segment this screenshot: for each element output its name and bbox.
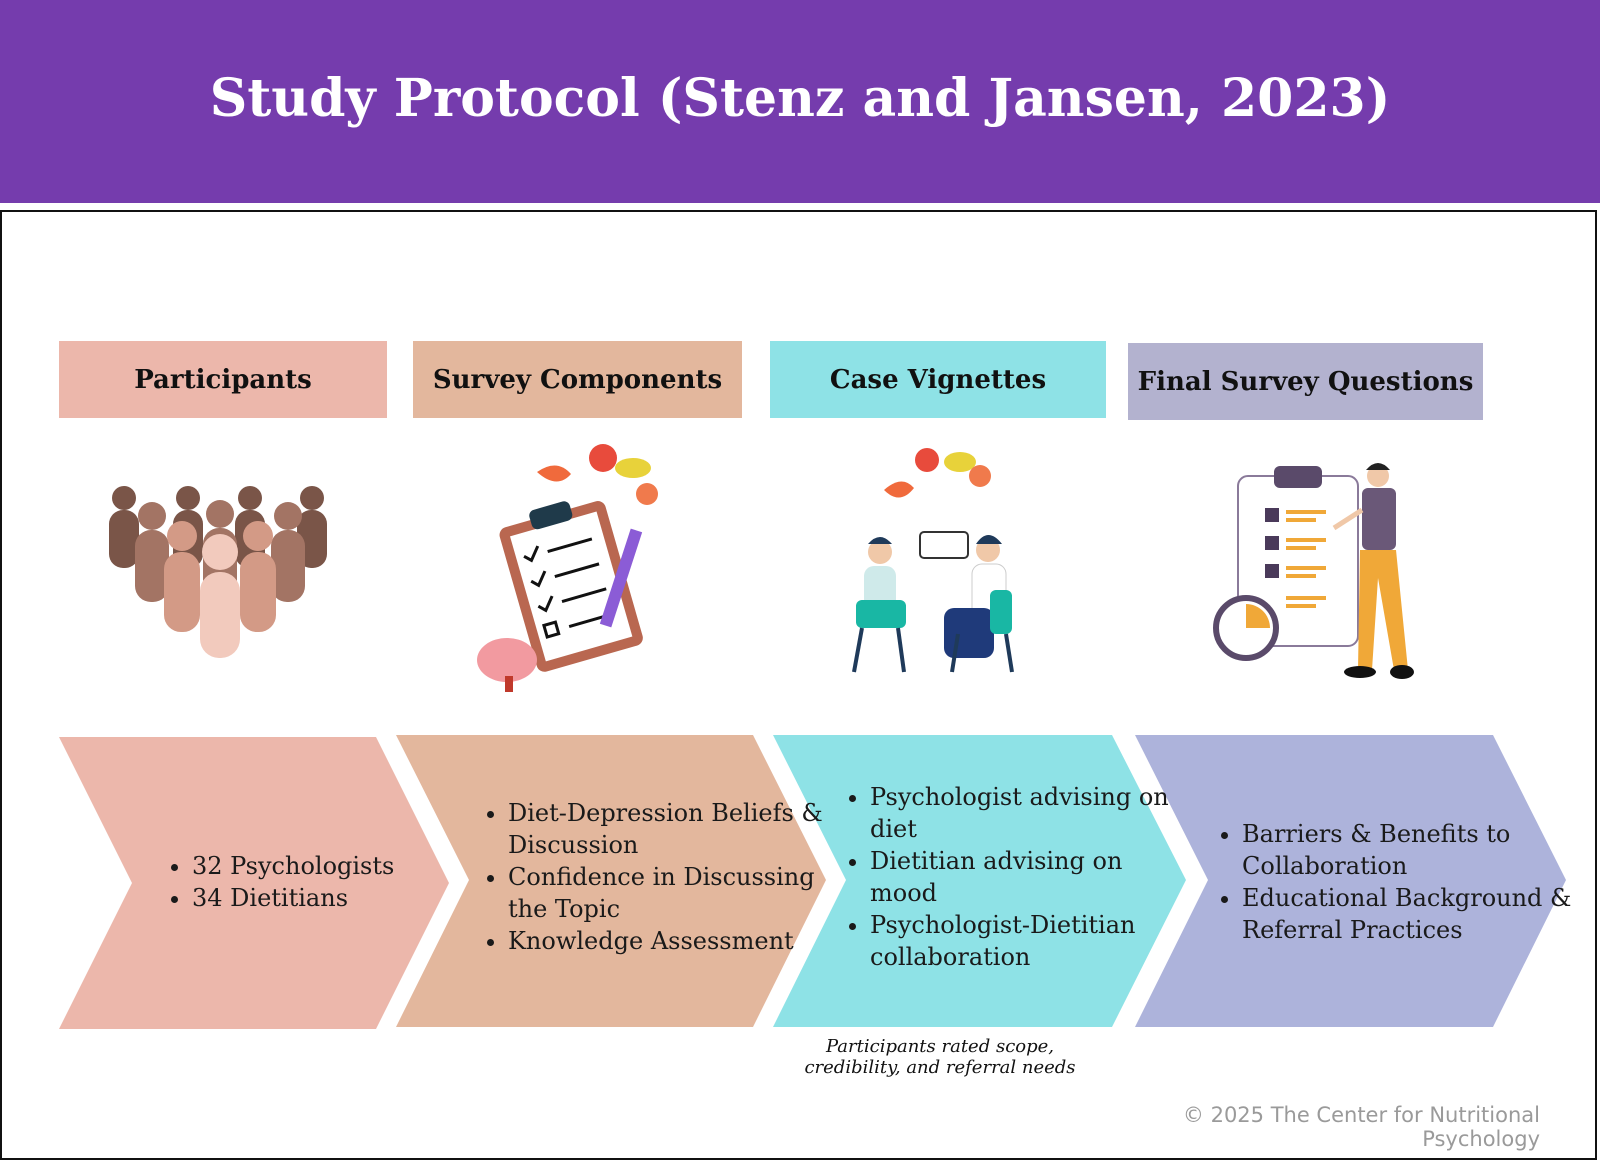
page-title: Study Protocol (Stenz and Jansen, 2023): [209, 68, 1391, 129]
list-item: Psychologist advising on diet: [870, 781, 1180, 845]
list-item: Psychologist-Dietitian collaboration: [870, 909, 1180, 973]
stage-label-final-survey-questions: Final Survey Questions: [1128, 343, 1483, 420]
list-item: Knowledge Assessment: [508, 925, 838, 957]
chevron-survey-components: [396, 735, 826, 1027]
people-group-icon: [109, 486, 327, 658]
list-item: Confidence in Discussing the Topic: [508, 861, 838, 925]
list-item: Dietitian advising on mood: [870, 845, 1180, 909]
participants-bullets: 32 Psychologists 34 Dietitians: [164, 850, 452, 914]
list-item: 34 Dietitians: [192, 882, 452, 914]
consultation-icon: [852, 448, 1014, 673]
stage-label-participants: Participants: [59, 341, 387, 418]
chevron-final-survey-questions: [1135, 735, 1566, 1027]
copyright-text: © 2025 The Center for Nutritional Psycho…: [1182, 1103, 1540, 1151]
header-banner: Study Protocol (Stenz and Jansen, 2023): [0, 0, 1600, 203]
chevron-case-vignettes: [773, 735, 1186, 1027]
note-line-1: Participants rated scope,: [825, 1036, 1055, 1057]
stage-label-case-vignettes: Case Vignettes: [770, 341, 1106, 418]
list-item: 32 Psychologists: [192, 850, 452, 882]
content-frame: [0, 210, 1597, 1160]
survey-components-bullets: Diet-Depression Beliefs & Discussion Con…: [480, 797, 838, 957]
list-item: Educational Background & Referral Practi…: [1242, 882, 1572, 946]
list-item: Barriers & Benefits to Collaboration: [1242, 818, 1572, 882]
final-survey-questions-bullets: Barriers & Benefits to Collaboration Edu…: [1214, 818, 1572, 946]
case-vignettes-bullets: Psychologist advising on diet Dietitian …: [842, 781, 1180, 973]
case-vignettes-note: Participants rated scope, credibility, a…: [800, 1036, 1080, 1078]
survey-person-icon: [1213, 463, 1414, 679]
note-line-2: credibility, and referral needs: [804, 1057, 1076, 1078]
chevron-participants: [59, 737, 449, 1029]
stage-label-survey-components: Survey Components: [413, 341, 742, 418]
list-item: Diet-Depression Beliefs & Discussion: [508, 797, 838, 861]
clipboard-checklist-icon: [477, 444, 658, 692]
